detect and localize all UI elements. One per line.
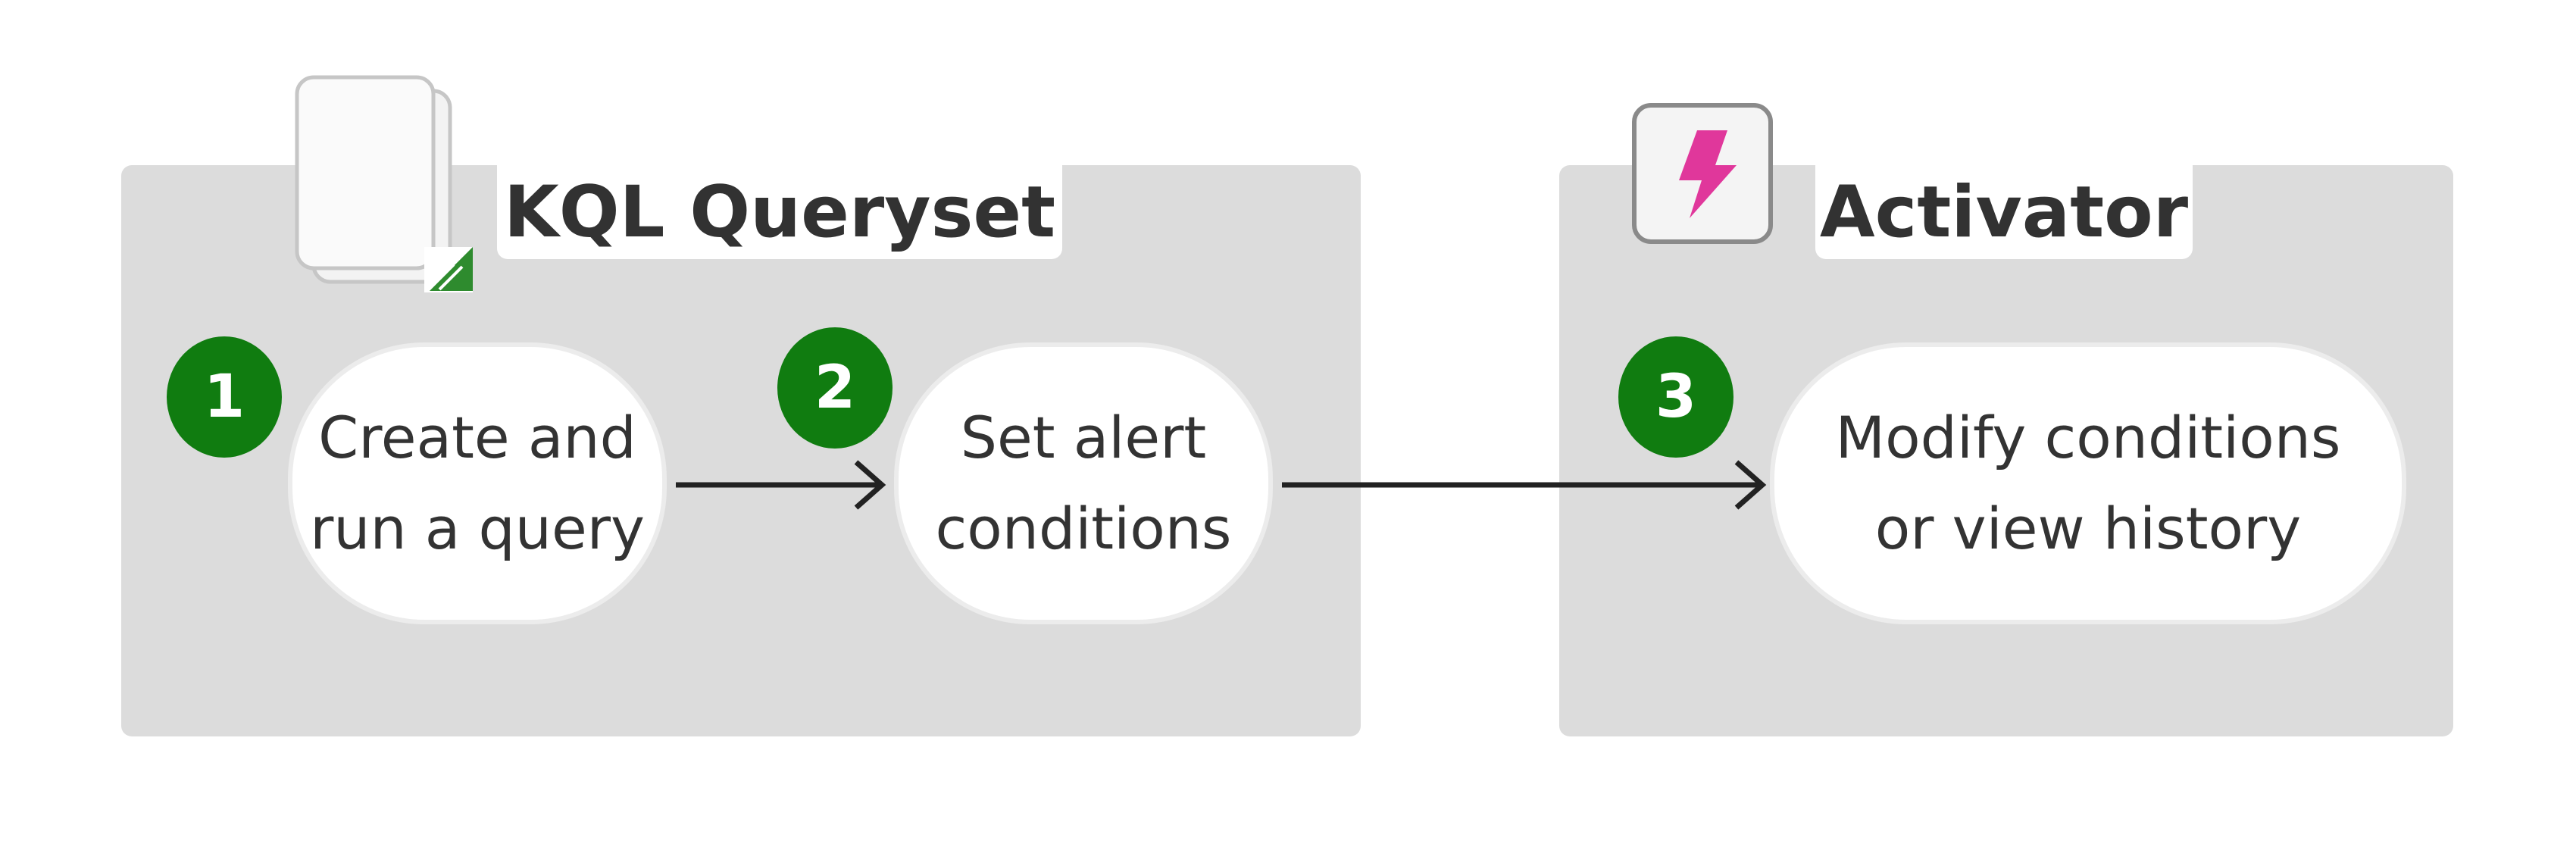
step-1-text: Create and run a query — [310, 404, 645, 562]
step-2-badge: 2 — [777, 327, 893, 449]
step-1-box: Create and run a query — [288, 342, 667, 624]
step-2-box: Set alert conditions — [894, 342, 1273, 624]
step-3-badge: 3 — [1618, 336, 1733, 458]
activator-title-tab: Activator — [1815, 165, 2193, 259]
arrow-step1-to-step2 — [676, 460, 886, 510]
arrow-step2-to-step3 — [1282, 460, 1767, 510]
step-2-text: Set alert conditions — [935, 404, 1232, 562]
step-1-badge: 1 — [167, 336, 282, 458]
kql-queryset-icon — [295, 75, 473, 292]
step-3-box: Modify conditions or view history — [1770, 342, 2406, 624]
activator-title: Activator — [1819, 170, 2189, 254]
step-3-text: Modify conditions or view history — [1835, 404, 2341, 562]
queryset-title: KQL Queryset — [503, 170, 1056, 254]
activator-lightning-icon — [1632, 103, 1773, 244]
queryset-title-tab: KQL Queryset — [497, 165, 1062, 259]
